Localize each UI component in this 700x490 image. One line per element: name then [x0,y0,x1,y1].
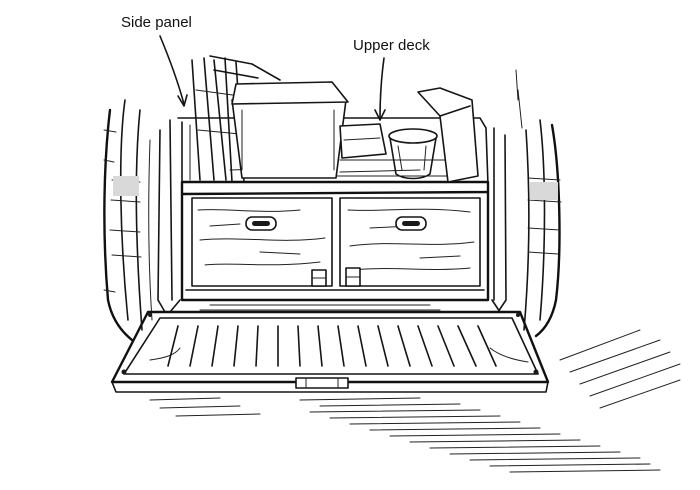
left-drawer-handle [245,216,277,231]
right-drawer-handle [395,216,427,231]
tailgate [110,299,550,393]
tailgate-ribs [167,304,497,367]
bucket [388,128,438,180]
ground-shading [149,329,681,473]
right-tail-light [515,69,562,338]
side-panel-label: Side panel [121,14,192,31]
small-box [339,123,387,159]
upright-board [417,87,479,183]
drawer-latches [311,267,361,287]
left-tail-light [103,99,143,342]
tailgate-latch [295,377,349,389]
drawer-cabinet [180,190,490,302]
upper-deck-leader-arrow [374,57,386,121]
wood-grain [197,208,475,271]
right-bed-wall [493,127,507,313]
left-bed-wall [148,119,173,321]
tailgate-hinges [121,313,539,375]
storage-bin [231,81,349,179]
upper-deck-label: Upper deck [353,37,430,54]
side-panel-leader-arrow [159,35,188,107]
